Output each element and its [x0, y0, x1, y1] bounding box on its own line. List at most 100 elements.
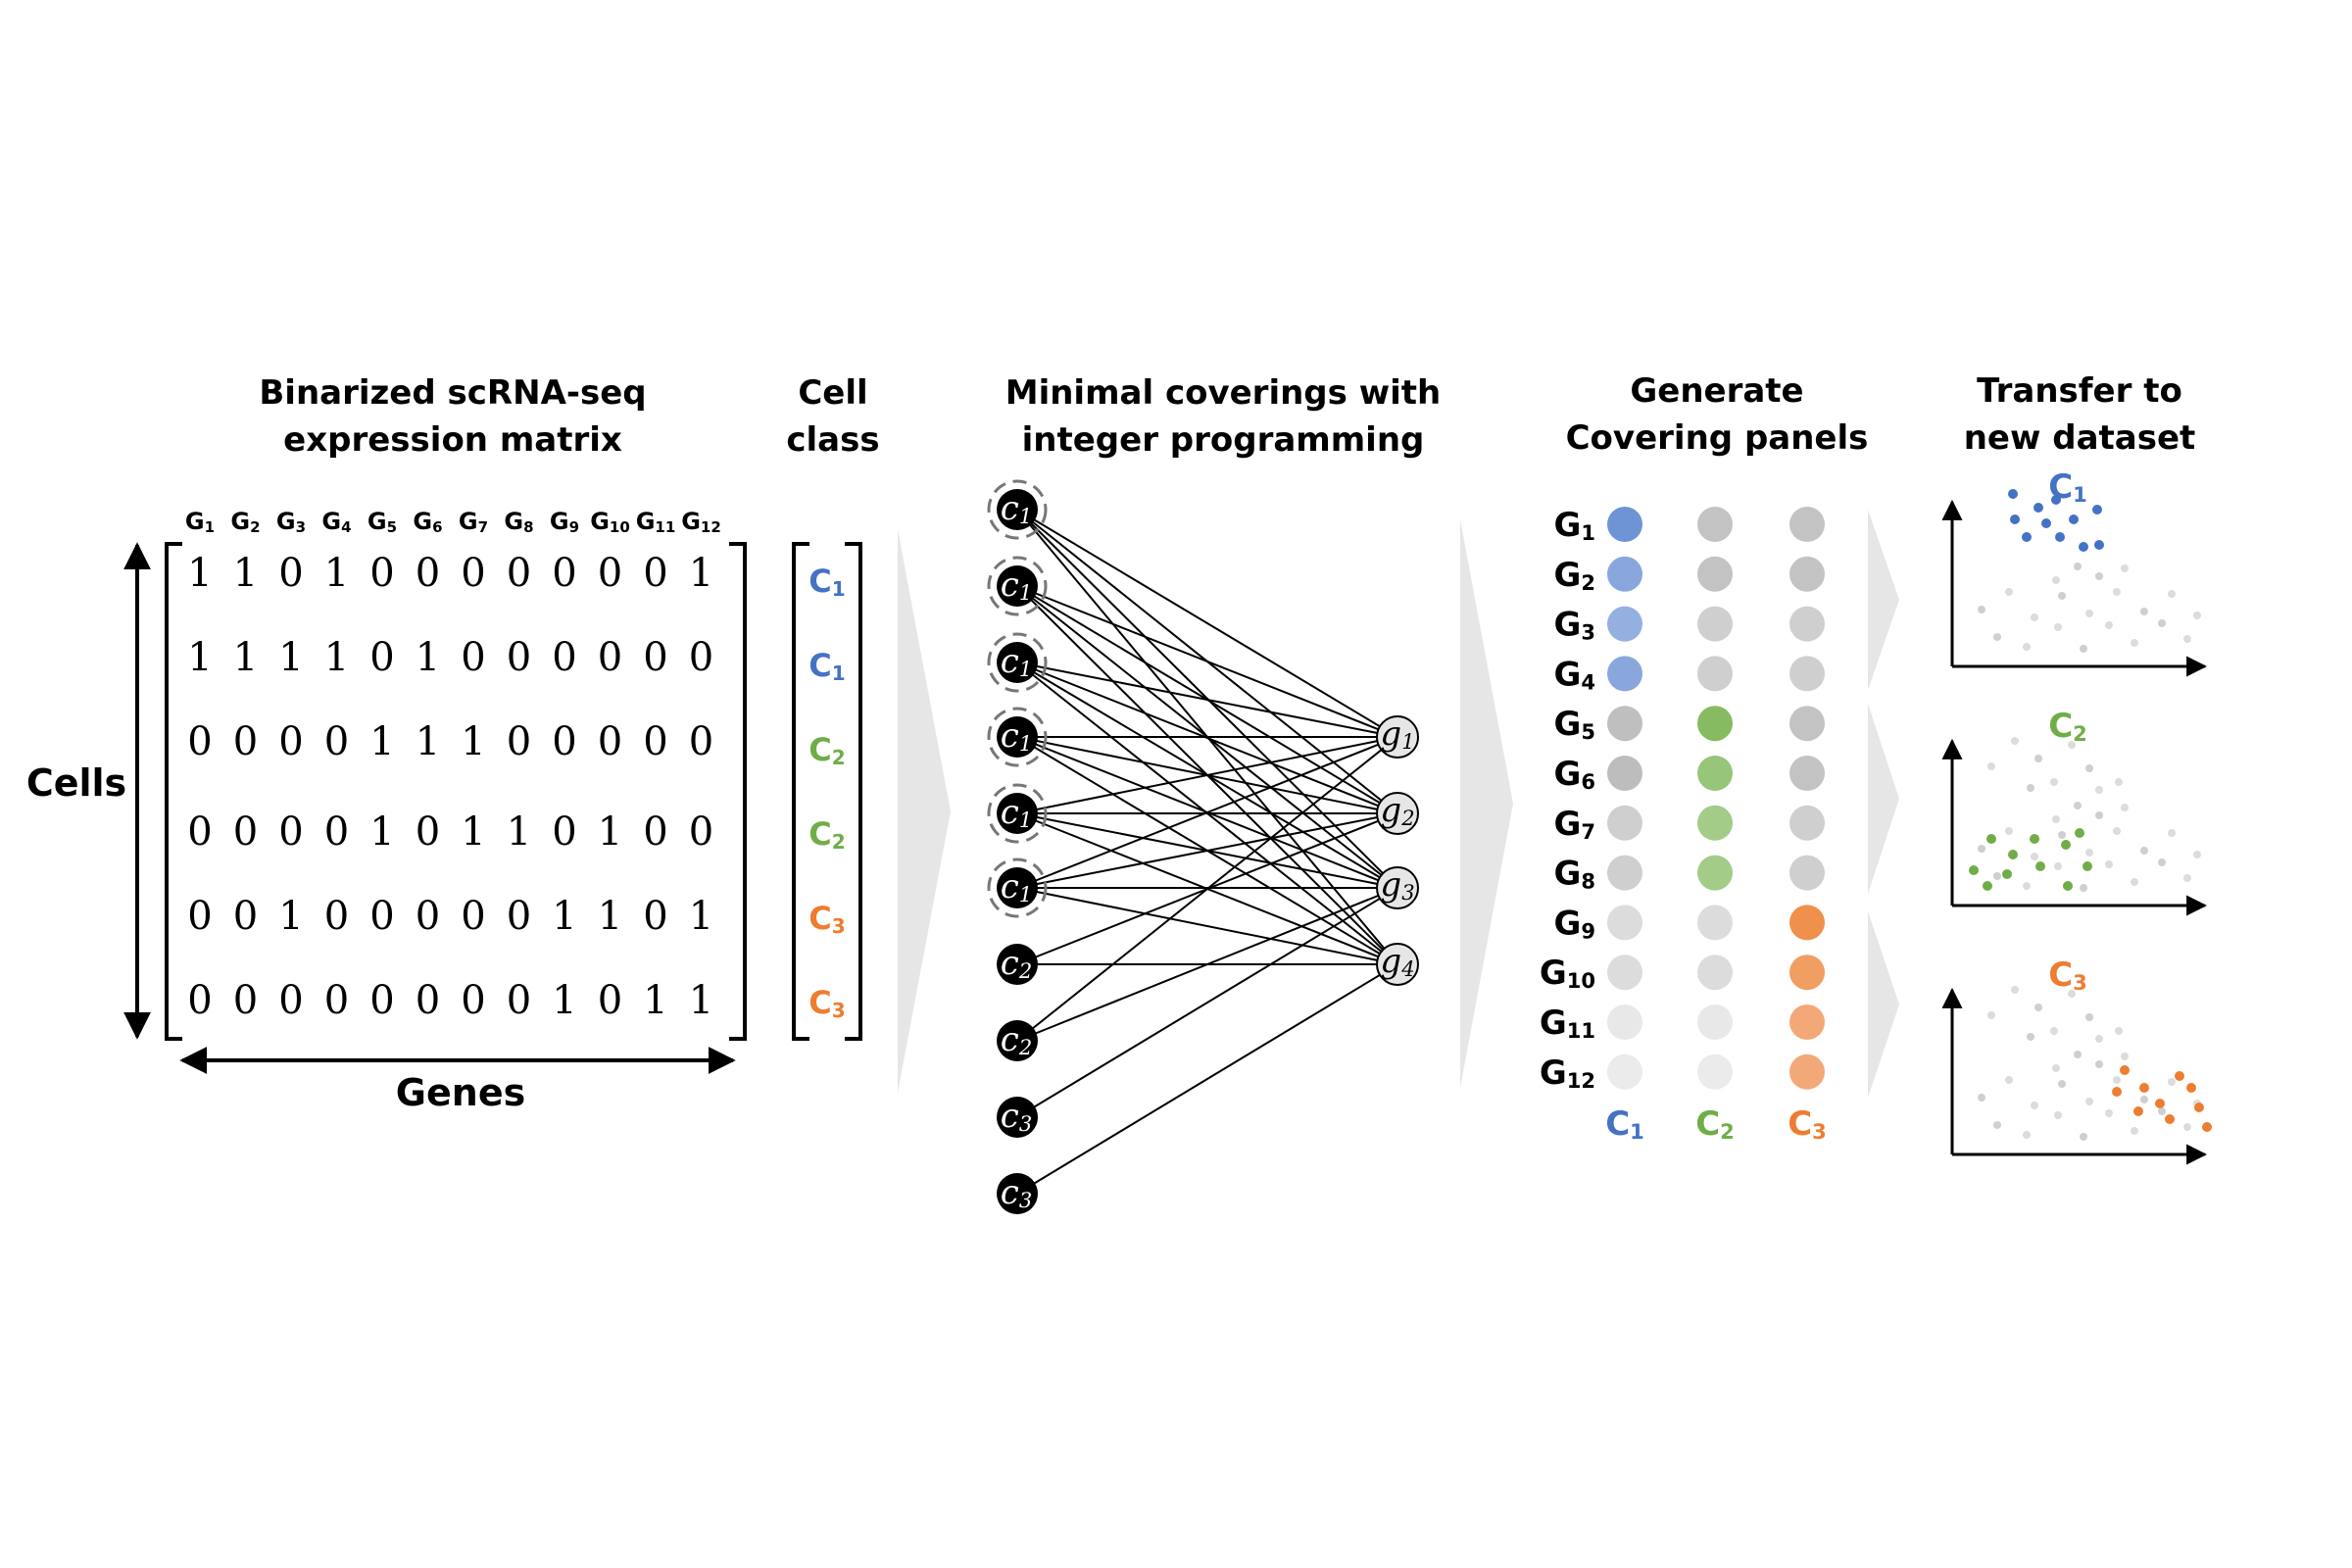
matrix-cell: 1	[552, 894, 576, 939]
background-cell-dot	[2183, 635, 2191, 643]
matrix-cell: 1	[461, 809, 485, 855]
cell-class-label-3: C2	[808, 731, 845, 769]
covering-title-line1: Minimal coverings with	[1005, 373, 1442, 413]
background-cell-dot	[2052, 576, 2060, 584]
class-cell-dot	[2112, 1087, 2122, 1097]
background-cell-dot	[2031, 613, 2038, 621]
gene-node-disc	[1376, 866, 1419, 909]
matrix-cell: 0	[643, 809, 667, 855]
panel-dot	[1789, 656, 1825, 692]
matrix-cell: 1	[233, 635, 258, 680]
class-cell-dot	[2175, 1071, 2184, 1081]
panel-dot	[1789, 1054, 1825, 1090]
background-cell-dot	[2095, 572, 2103, 580]
gene-node-disc	[1376, 715, 1419, 759]
background-cell-dot	[2158, 858, 2166, 866]
background-cell-dot	[2054, 862, 2062, 870]
matrix-cell: 0	[643, 719, 667, 764]
class-cell-dot	[2079, 542, 2088, 552]
cell-node-10: c3	[997, 1173, 1038, 1214]
panel-dot	[1789, 855, 1825, 891]
matrix-cell: 0	[552, 635, 576, 680]
cell-node-3: c1	[987, 632, 1048, 693]
background-cell-dot	[2085, 610, 2093, 617]
panel-gene-label-5: G5	[1553, 705, 1595, 744]
matrix-cell: 0	[369, 551, 394, 596]
background-cell-dot	[2168, 829, 2176, 837]
matrix-gene-header-3: G3	[276, 508, 306, 536]
panel-dot	[1789, 606, 1825, 642]
panel-gene-label-2: G2	[1553, 556, 1595, 595]
panel-dot	[1789, 805, 1825, 841]
gene-node-label: g4	[1380, 942, 1414, 981]
panel-dot	[1697, 606, 1733, 642]
cell-node-disc	[997, 944, 1038, 985]
background-cell-dot	[2080, 884, 2087, 892]
matrix-cell: 0	[233, 809, 258, 855]
graph-edge	[1016, 887, 1398, 1042]
matrix-cell: 1	[369, 809, 394, 855]
background-cell-dot	[1987, 762, 1995, 770]
panel-dot	[1607, 706, 1642, 742]
transfer-title-line2: new dataset	[1964, 418, 2196, 458]
background-cell-dot	[2050, 1027, 2058, 1035]
matrix-cell: 1	[369, 719, 394, 764]
cell-node-2: c1	[987, 556, 1048, 616]
class-cell-dot	[2030, 834, 2039, 844]
matrix-cell: 1	[233, 551, 258, 596]
background-cell-dot	[2193, 612, 2201, 619]
matrix-cell: 1	[416, 635, 440, 680]
background-cell-dot	[2140, 1096, 2148, 1103]
background-cell-dot	[2131, 878, 2138, 886]
matrix-cell: 0	[598, 978, 622, 1023]
class-cell-dot	[1969, 865, 1979, 875]
matrix-cell: 0	[324, 719, 349, 764]
matrix-cell: 1	[324, 635, 349, 680]
matrix-cell: 0	[416, 894, 440, 939]
background-cell-dot	[2005, 827, 2013, 835]
panel-dot	[1607, 905, 1642, 941]
cell-node-disc	[997, 793, 1038, 834]
transfer-plot-2: C2	[1941, 707, 2208, 916]
background-cell-dot	[2105, 621, 2113, 629]
panel-gene-label-6: G6	[1553, 755, 1595, 794]
gene-node-4: g4	[1376, 942, 1419, 986]
background-cell-dot	[2005, 1076, 2013, 1084]
panel-dot	[1697, 905, 1733, 941]
cell-node-label: c1	[1001, 716, 1032, 756]
background-cell-dot	[1993, 633, 2001, 641]
matrix-cell: 0	[278, 978, 303, 1023]
cell-node-dashed-ring	[987, 479, 1048, 540]
cells-label: Cells	[26, 761, 126, 805]
matrix-cell: 0	[324, 978, 349, 1023]
gene-node-label: g2	[1380, 791, 1414, 830]
cell-node-dashed-ring	[987, 632, 1048, 693]
gene-node-disc	[1376, 943, 1419, 986]
matrix-cell: 0	[278, 551, 303, 596]
background-cell-dot	[2074, 802, 2082, 809]
matrix-cell: 1	[187, 635, 212, 680]
background-cell-dot	[2058, 592, 2066, 600]
class-cell-dot	[2186, 1083, 2196, 1093]
background-cell-dot	[1993, 1121, 2001, 1129]
matrix-cell: 0	[461, 551, 485, 596]
class-cell-dot	[2055, 532, 2065, 542]
matrix-cell: 1	[187, 551, 212, 596]
cell-class-label-5: C3	[808, 900, 845, 938]
cell-node-label: c1	[1001, 642, 1032, 681]
matrix-gene-header-7: G7	[459, 508, 488, 536]
matrix-gene-header-9: G9	[550, 508, 579, 536]
cell-node-label: c1	[1001, 489, 1032, 528]
matrix-cell: 0	[233, 719, 258, 764]
matrix-cell: 1	[643, 978, 667, 1023]
cell-class-label-4: C2	[808, 815, 845, 854]
panel-gene-label-8: G8	[1553, 855, 1595, 894]
matrix-cell: 0	[689, 719, 713, 764]
background-cell-dot	[2105, 1109, 2113, 1117]
panel-gene-label-10: G10	[1540, 954, 1595, 993]
background-cell-dot	[2031, 1102, 2038, 1109]
background-cell-dot	[2058, 831, 2066, 839]
matrix-cell: 0	[598, 551, 622, 596]
matrix-cell: 0	[324, 809, 349, 855]
cell-node-disc	[997, 716, 1038, 758]
